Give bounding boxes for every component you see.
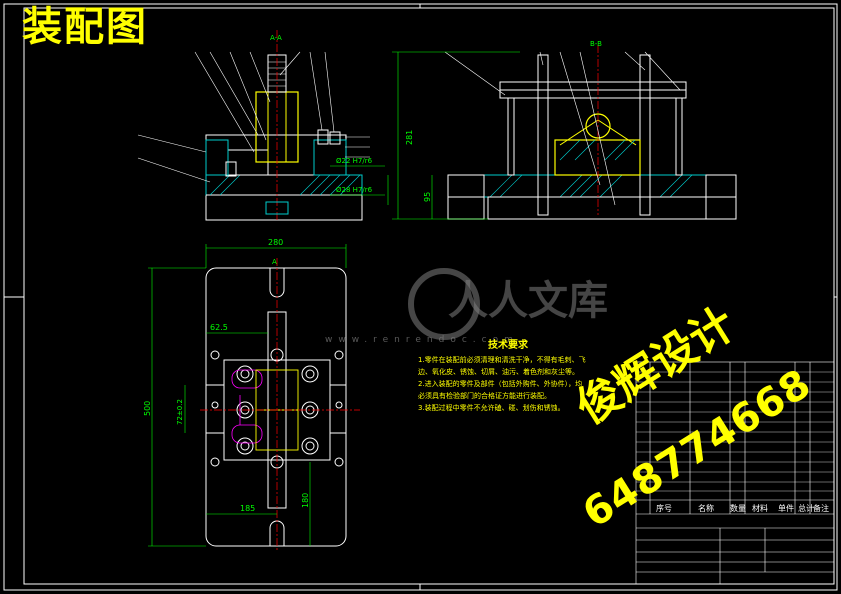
- front-view: Ø22 H7/r6 Ø28 H7/r6 A-A: [137, 30, 389, 222]
- watermark-circle-icon: [408, 268, 480, 340]
- plan-dim-bottom: 185: [240, 504, 255, 513]
- tech-line-2: 边、氧化皮、锈蚀、切屑、油污、着色剂和灰尘等。: [418, 368, 579, 376]
- title-block: [635, 361, 835, 585]
- side-dim-total: 281: [405, 130, 414, 145]
- inner-frame: [23, 7, 835, 585]
- side-section-label: B-B: [590, 40, 602, 48]
- front-section-label: A-A: [270, 34, 282, 42]
- plan-dim-hole: 72±0.2: [176, 399, 184, 425]
- drawing-title: 装配图: [22, 4, 148, 50]
- tb-header-no: 序号: [656, 504, 672, 513]
- plan-dim-height: 500: [143, 401, 152, 416]
- plan-dim-right: 180: [301, 493, 310, 508]
- tb-header-name: 名称: [698, 504, 714, 513]
- tech-line-5: 3.装配过程中零件不允许磕、碰、划伤和锈蚀。: [418, 404, 565, 412]
- plan-view: 280 500 62.5 72±0.2 185 180 A: [143, 238, 360, 552]
- watermark-logo: 人人文库: [448, 278, 608, 324]
- plan-dim-width: 280: [268, 238, 283, 247]
- tech-line-3: 2.进入装配的零件及部件（包括外购件、外协件），均: [418, 380, 583, 388]
- front-fit-1: Ø22 H7/r6: [336, 157, 373, 165]
- watermark-url: www.renrendoc.com: [325, 335, 519, 345]
- tb-header-material: 材料: [752, 504, 768, 513]
- tb-header-unit: 单件: [778, 504, 794, 513]
- tech-line-4: 必须具有检验部门的合格证方能进行装配。: [418, 392, 551, 400]
- side-view: 281 95 B-B: [392, 40, 737, 220]
- plan-dim-offset: 62.5: [210, 323, 228, 332]
- tb-header-remark: 备注: [813, 504, 829, 513]
- watermark-logo-left: [278, 268, 480, 350]
- tech-line-1: 1.零件在装配前必须清理和清洗干净，不得有毛刺、飞: [418, 356, 586, 364]
- plan-section-label: A: [272, 258, 277, 266]
- front-fit-2: Ø28 H7/r6: [336, 186, 373, 194]
- tech-requirements-title: 技术要求: [488, 340, 528, 351]
- tb-header-qty: 数量: [730, 504, 746, 513]
- side-dim-base: 95: [423, 192, 432, 202]
- tb-header-total: 总计: [798, 504, 814, 513]
